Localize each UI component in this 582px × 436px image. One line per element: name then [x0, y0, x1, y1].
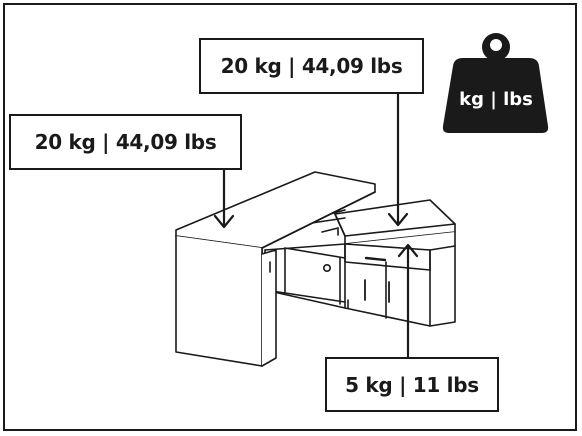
weight-icon-text: kg | lbs — [459, 89, 533, 110]
load-label-desktop: 20 kg | 44,09 lbs — [9, 114, 242, 170]
arrow-cabinet-top — [387, 92, 409, 227]
arrow-drawer — [397, 243, 419, 359]
desk-leg — [175, 235, 277, 367]
arrow-desktop — [213, 168, 235, 229]
side-cabinet — [334, 199, 456, 327]
load-label-drawer: 5 kg | 11 lbs — [325, 357, 499, 412]
weight-icon: kg | lbs — [442, 33, 549, 133]
load-label-cabinet-top: 20 kg | 44,09 lbs — [199, 38, 424, 94]
